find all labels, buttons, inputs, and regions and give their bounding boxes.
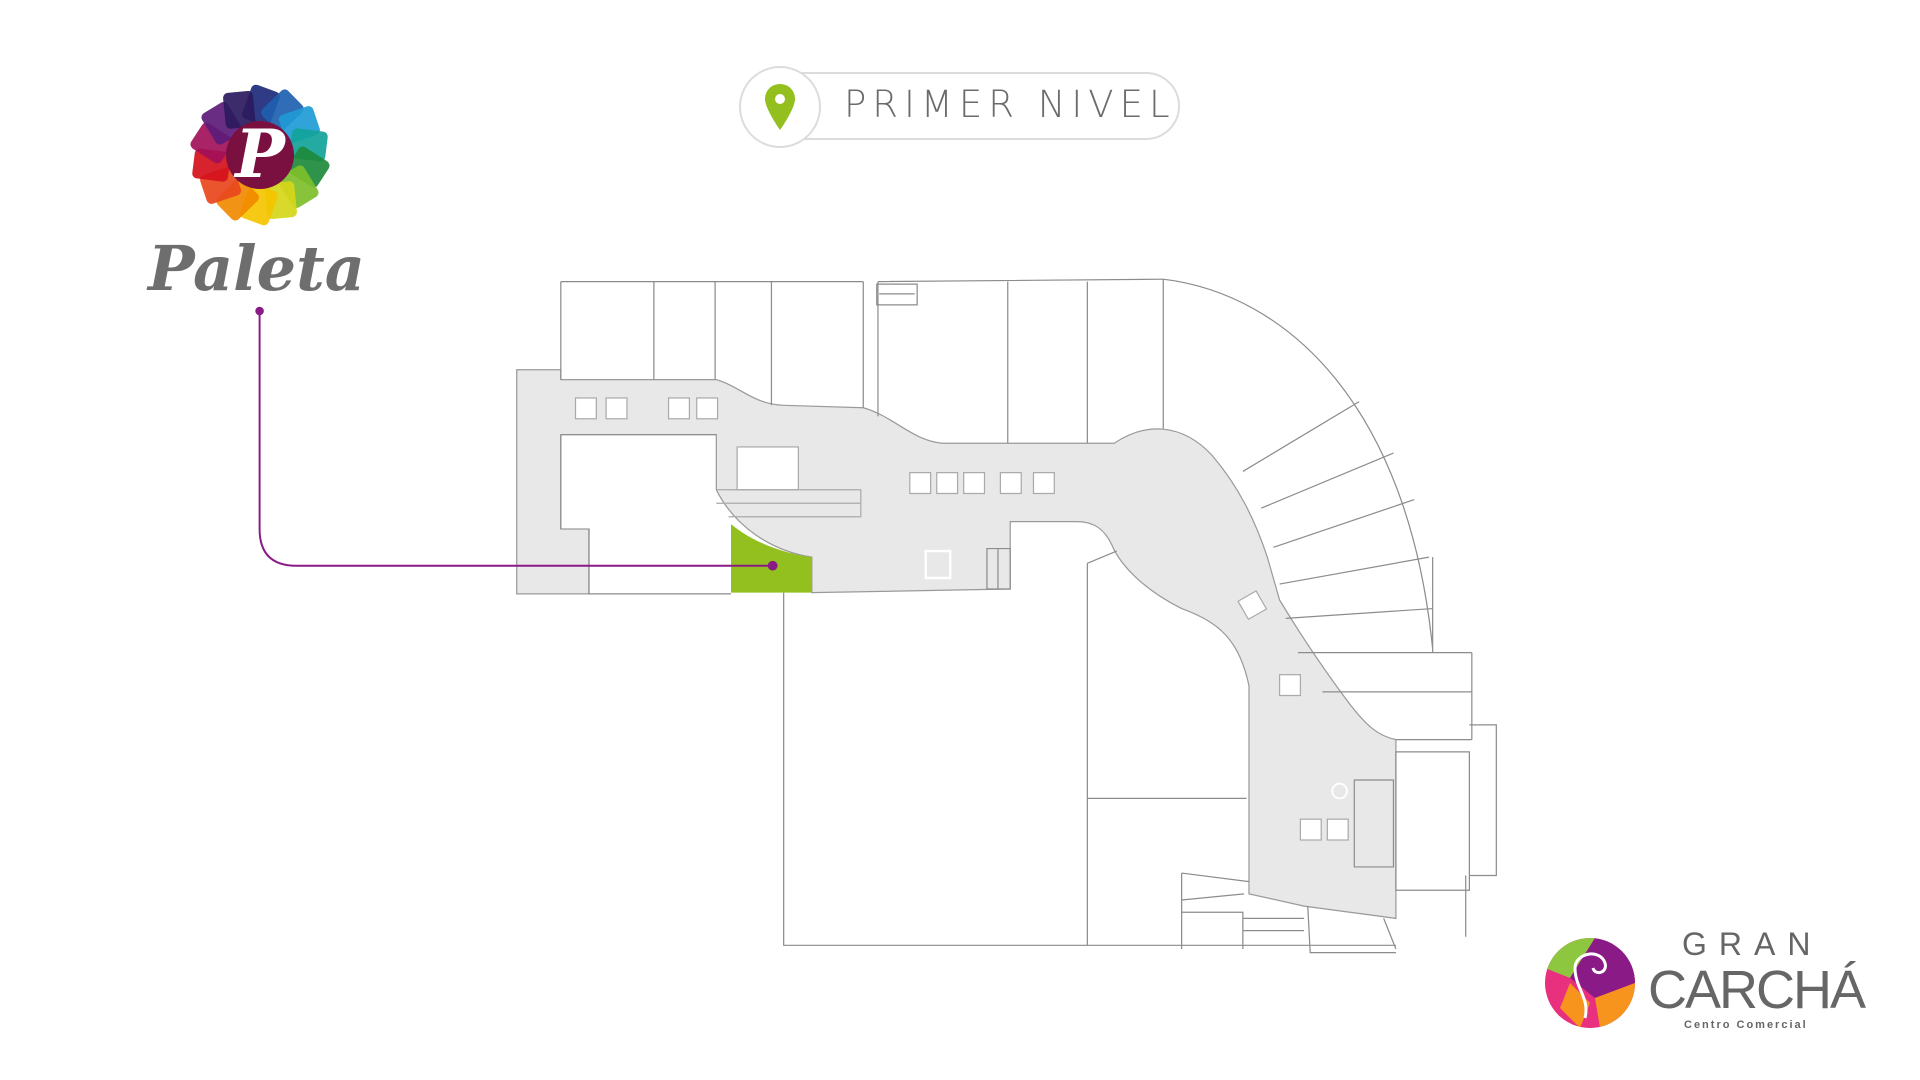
store-paleta-highlight[interactable]	[731, 524, 812, 593]
flower-center	[226, 121, 294, 189]
left-room	[560, 434, 732, 595]
stairs-bottom	[1181, 872, 1397, 954]
gran-carcha-logo-mark	[1545, 938, 1635, 1028]
flower-petal	[223, 90, 256, 129]
kiosk[interactable]	[1299, 818, 1322, 841]
elevator-icon	[924, 549, 952, 580]
level-pin-badge	[739, 66, 821, 148]
kiosk[interactable]	[667, 397, 690, 420]
flower-petal	[216, 178, 259, 221]
shops-right-fan	[1162, 278, 1473, 741]
kiosk[interactable]	[936, 472, 959, 495]
flower-petal	[261, 89, 304, 132]
paleta-logo-flower: P	[190, 84, 330, 226]
mall-logo-line3: Centro Comercial	[1684, 1019, 1808, 1031]
kiosk[interactable]	[1237, 590, 1268, 621]
kiosk[interactable]	[909, 472, 932, 495]
kiosk[interactable]	[1326, 818, 1349, 841]
store-pointer-line	[258, 311, 773, 567]
kiosk[interactable]	[1032, 472, 1055, 495]
service-block	[1353, 724, 1497, 937]
kiosk[interactable]	[605, 397, 628, 420]
kiosk[interactable]	[696, 397, 719, 420]
kiosk[interactable]	[999, 472, 1022, 495]
shops-top-left	[560, 278, 1164, 444]
pointer-end-dot	[767, 560, 778, 571]
kiosk[interactable]	[736, 446, 799, 491]
info-icon	[1331, 782, 1348, 800]
paleta-logo-text: Paleta	[148, 232, 365, 305]
stair-top	[876, 283, 918, 306]
stair-center	[986, 547, 1011, 590]
flower-monogram: P	[233, 115, 287, 193]
mall-logo-line2: CARCHÁ	[1648, 960, 1866, 1020]
escalator	[716, 489, 862, 518]
anchor-store	[783, 550, 1396, 946]
map-pin-icon	[765, 84, 795, 130]
level-badge	[760, 72, 1180, 140]
corridor	[516, 369, 1397, 920]
mall-logo-line1: GRAN	[1682, 926, 1823, 962]
kiosk[interactable]	[1278, 674, 1302, 697]
pointer-start-dot	[255, 306, 264, 316]
kiosk[interactable]	[574, 397, 597, 420]
level-title: PRIMER NIVEL	[844, 83, 1176, 126]
kiosk[interactable]	[963, 472, 986, 495]
